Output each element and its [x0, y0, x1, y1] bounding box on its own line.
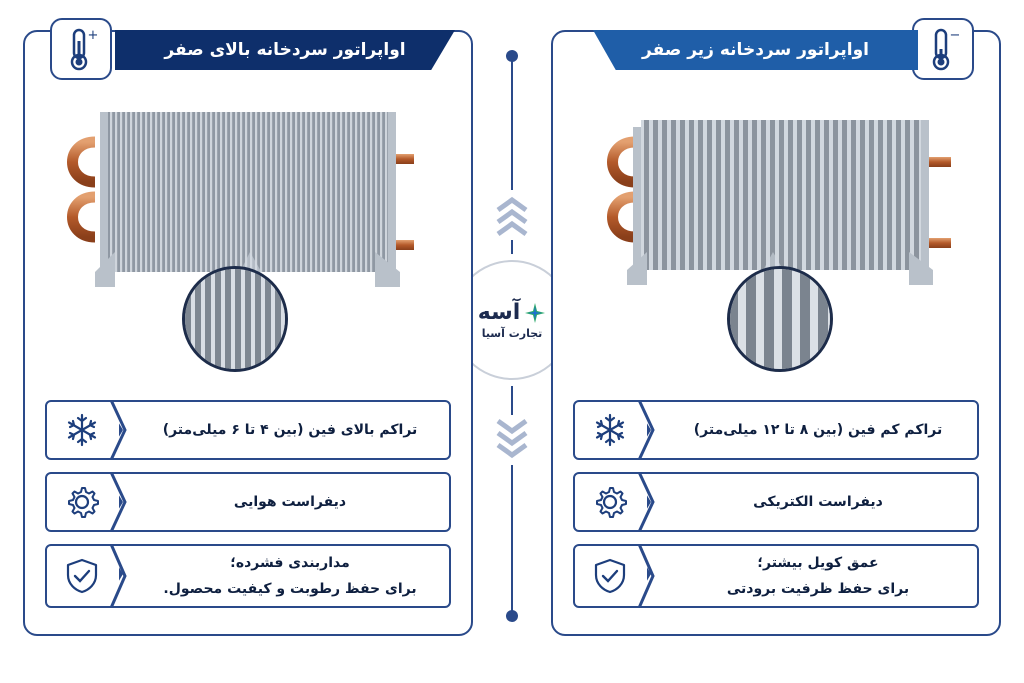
thermometer-minus-icon: − [932, 28, 961, 71]
logo-star-icon [525, 302, 546, 323]
panel-title: اواپراتور سردخانه بالای صفر [115, 30, 455, 70]
gear-icon [68, 487, 99, 518]
chevrons-up-icon [492, 190, 532, 240]
feature-text: دیفراست هوایی [233, 494, 347, 510]
panel-title: اواپراتور سردخانه زیر صفر [593, 30, 918, 70]
divider-chevron [637, 544, 655, 608]
feature-fin-density: تراکم کم فین (بین ۸ تا ۱۲ میلی‌متر) [573, 400, 979, 460]
fin-closeup [727, 266, 833, 372]
feature-coil-depth: عمق کویل بیشتر؛ برای حفظ ظرفیت برودتی [573, 544, 979, 608]
divider-chevron [637, 472, 655, 532]
logo-subtitle: تجارت آسیا [481, 327, 543, 340]
feature-text-line-1: عمق کویل بیشتر؛ [757, 555, 879, 571]
feature-text-line-1: مداربندی فشرده؛ [230, 555, 350, 571]
gear-icon [596, 487, 627, 518]
divider-chevron [109, 400, 127, 460]
thermometer-badge: + [50, 18, 112, 80]
divider-chevron [109, 472, 127, 532]
divider-chevron [637, 400, 655, 460]
feature-text-line-2: برای حفظ رطوبت و کیفیت محصول. [163, 581, 417, 597]
shield-check-icon [594, 558, 626, 594]
feature-text-line-2: برای حفظ ظرفیت برودتی [726, 581, 910, 597]
feature-text: دیفراست الکتریکی [753, 494, 883, 510]
thermometer-plus-icon: + [70, 28, 99, 71]
feature-text: تراکم بالای فین (بین ۴ تا ۶ میلی‌متر) [162, 422, 418, 438]
svg-text:+: + [88, 28, 99, 43]
feature-text: تراکم کم فین (بین ۸ تا ۱۲ میلی‌متر) [693, 422, 943, 438]
snowflake-icon [67, 413, 97, 447]
thermometer-badge: − [912, 18, 974, 80]
divider-dot-top [506, 50, 518, 62]
evaporator-coil-illustration [607, 120, 951, 292]
snowflake-icon [595, 413, 625, 447]
feature-defrost: دیفراست هوایی [45, 472, 451, 532]
fin-closeup [182, 266, 288, 372]
feature-circuit: مداربندی فشرده؛ برای حفظ رطوبت و کیفیت م… [45, 544, 451, 608]
divider-dot-bottom [506, 610, 518, 622]
divider-chevron [109, 544, 127, 608]
evaporator-coil-illustration [67, 112, 414, 292]
panel-below-zero: − اواپراتور سردخانه زیر صفر [551, 18, 1001, 636]
panel-above-zero: + اواپراتور سردخانه بالای صفر [23, 18, 473, 636]
chevrons-down-icon [492, 415, 532, 465]
shield-check-icon [66, 558, 98, 594]
feature-defrost: دیفراست الکتریکی [573, 472, 979, 532]
feature-fin-density: تراکم بالای فین (بین ۴ تا ۶ میلی‌متر) [45, 400, 451, 460]
logo-brand-text: آسه [477, 300, 521, 325]
svg-text:−: − [950, 28, 961, 43]
